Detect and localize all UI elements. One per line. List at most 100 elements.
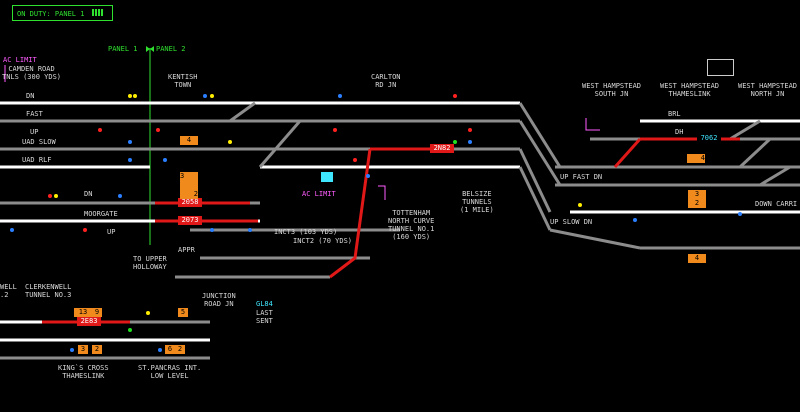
label-ac-limit-mid: AC LIMIT (302, 190, 336, 198)
panel-2-label: PANEL 2 (156, 45, 186, 53)
panel-right-arrow-icon (150, 46, 154, 52)
route-tottenham (329, 148, 372, 279)
label-dn-1: DN (26, 92, 35, 100)
track-circuit-indicator (321, 172, 333, 182)
signal-blue-icon (70, 348, 74, 352)
signal-red-icon (468, 128, 472, 132)
signal-red-icon (333, 128, 337, 132)
signal-blue-icon (158, 348, 162, 352)
route-indicator[interactable]: 2 (180, 190, 198, 199)
label-belsize: BELSIZE TUNNELS (1 MILE) (460, 190, 494, 214)
signal-yellow-icon (578, 203, 582, 207)
train-berth[interactable]: 2N82 (430, 144, 454, 153)
label-west-hampstead-north: WEST HAMPSTEAD NORTH JN (738, 82, 798, 98)
level-crossing-icon (707, 59, 734, 76)
train-berth[interactable]: 2073 (178, 216, 202, 225)
label-clerkenwell-3: CLERKENWELL TUNNEL NO.3 (25, 283, 72, 299)
ac-limit-markers (4, 65, 600, 200)
signal-yellow-icon (54, 194, 58, 198)
duty-level-icon (91, 6, 104, 22)
route-indicator[interactable]: 3 (78, 345, 88, 354)
signal-blue-icon (633, 218, 637, 222)
label-carlton-rd: CARLTON RD JN (371, 73, 401, 89)
route-indicator[interactable]: 5 (178, 308, 188, 317)
signal-yellow-icon (210, 94, 214, 98)
signal-red-icon (453, 94, 457, 98)
signal-blue-icon (128, 140, 132, 144)
label-clerkenwell-2: WELL .2 (0, 283, 17, 299)
signal-red-icon (48, 194, 52, 198)
route-indicator[interactable]: 2 (688, 199, 706, 208)
label-up-1: UP (30, 128, 39, 136)
label-brl: BRL (668, 110, 681, 118)
route-indicator[interactable]: 4 (687, 154, 705, 163)
label-to-upper-holloway: TO UPPER HOLLOWAY (133, 255, 167, 271)
label-moorgate: MOORGATE (84, 210, 118, 218)
panel-1-label: PANEL 1 (108, 45, 138, 53)
label-appr: APPR (178, 246, 195, 254)
label-dn-2: DN (84, 190, 93, 198)
label-uad-slow: UAD SLOW (22, 138, 56, 146)
signal-yellow-icon (146, 311, 150, 315)
signal-blue-icon (128, 158, 132, 162)
label-down-carri: DOWN CARRI (755, 200, 798, 208)
route-indicator[interactable]: 13 (74, 308, 92, 317)
signal-blue-icon (163, 158, 167, 162)
signal-green-icon (453, 140, 457, 144)
route-indicator[interactable]: 4 (688, 254, 706, 263)
signal-blue-icon (10, 228, 14, 232)
label-tottenham: TOTTENHAM NORTH CURVE TUNNEL NO.1 (160 Y… (388, 209, 435, 241)
duty-indicator: ON DUTY: PANEL 1 (12, 5, 113, 21)
label-west-hampstead-south: WEST HAMPSTEAD SOUTH JN (582, 82, 642, 98)
label-west-hampstead-thameslink: WEST HAMPSTEAD THAMESLINK (660, 82, 720, 98)
signal-blue-icon (118, 194, 122, 198)
route-indicator[interactable]: 4 (180, 136, 198, 145)
signal-blue-icon (366, 174, 370, 178)
label-fast: FAST (26, 110, 43, 118)
label-ac-limit-left: AC LIMIT (3, 56, 37, 64)
route-indicator[interactable]: 2 (175, 345, 185, 354)
main-tracks (0, 101, 800, 342)
panel-left-arrow-icon (146, 46, 150, 52)
route-indicator[interactable]: 3 (688, 190, 706, 199)
route-indicator[interactable]: 2 (92, 345, 102, 354)
signal-red-icon (98, 128, 102, 132)
label-st-pancras: ST.PANCRAS INT. LOW LEVEL (138, 364, 202, 380)
label-gl84: GL84 (256, 300, 273, 308)
signal-blue-icon (210, 228, 214, 232)
label-kings-cross: KING`S CROSS THAMESLINK (58, 364, 109, 380)
signal-blue-icon (248, 228, 252, 232)
route-indicator[interactable]: 9 (92, 308, 102, 317)
signal-yellow-icon (133, 94, 137, 98)
signal-red-icon (353, 158, 357, 162)
label-up-2: UP (107, 228, 116, 236)
label-last-sent: LAST SENT (256, 309, 273, 325)
label-up-fast-dn: UP FAST DN (560, 173, 603, 181)
train-berth[interactable]: 7062 (697, 134, 721, 143)
train-berth[interactable]: 2E83 (77, 317, 101, 326)
signal-green-icon (128, 328, 132, 332)
train-berth[interactable]: 2058 (178, 198, 202, 207)
label-inct3: INCT3 (103 YDS) (274, 228, 338, 236)
signal-blue-icon (738, 212, 742, 216)
signal-yellow-icon (228, 140, 232, 144)
signal-blue-icon (338, 94, 342, 98)
label-camden-road: CAMDEN ROAD TNLS (300 YDS) (2, 65, 62, 81)
label-uad-rlf: UAD RLF (22, 156, 52, 164)
signal-blue-icon (468, 140, 472, 144)
label-junction-road: JUNCTION ROAD JN (202, 292, 236, 308)
label-kentish-town: KENTISH TOWN (168, 73, 198, 89)
signal-yellow-icon (128, 94, 132, 98)
signal-red-icon (83, 228, 87, 232)
label-inct2: INCT2 (70 YDS) (293, 237, 353, 245)
duty-label: ON DUTY: PANEL 1 (17, 10, 85, 18)
route-indicator[interactable]: 6 (165, 345, 175, 354)
signal-blue-icon (203, 94, 207, 98)
signal-red-icon (156, 128, 160, 132)
route-indicator[interactable]: 3 (180, 172, 198, 190)
label-up-slow-dn: UP SLOW DN (550, 218, 593, 226)
signals (10, 94, 742, 352)
label-dh: DH (675, 128, 684, 136)
